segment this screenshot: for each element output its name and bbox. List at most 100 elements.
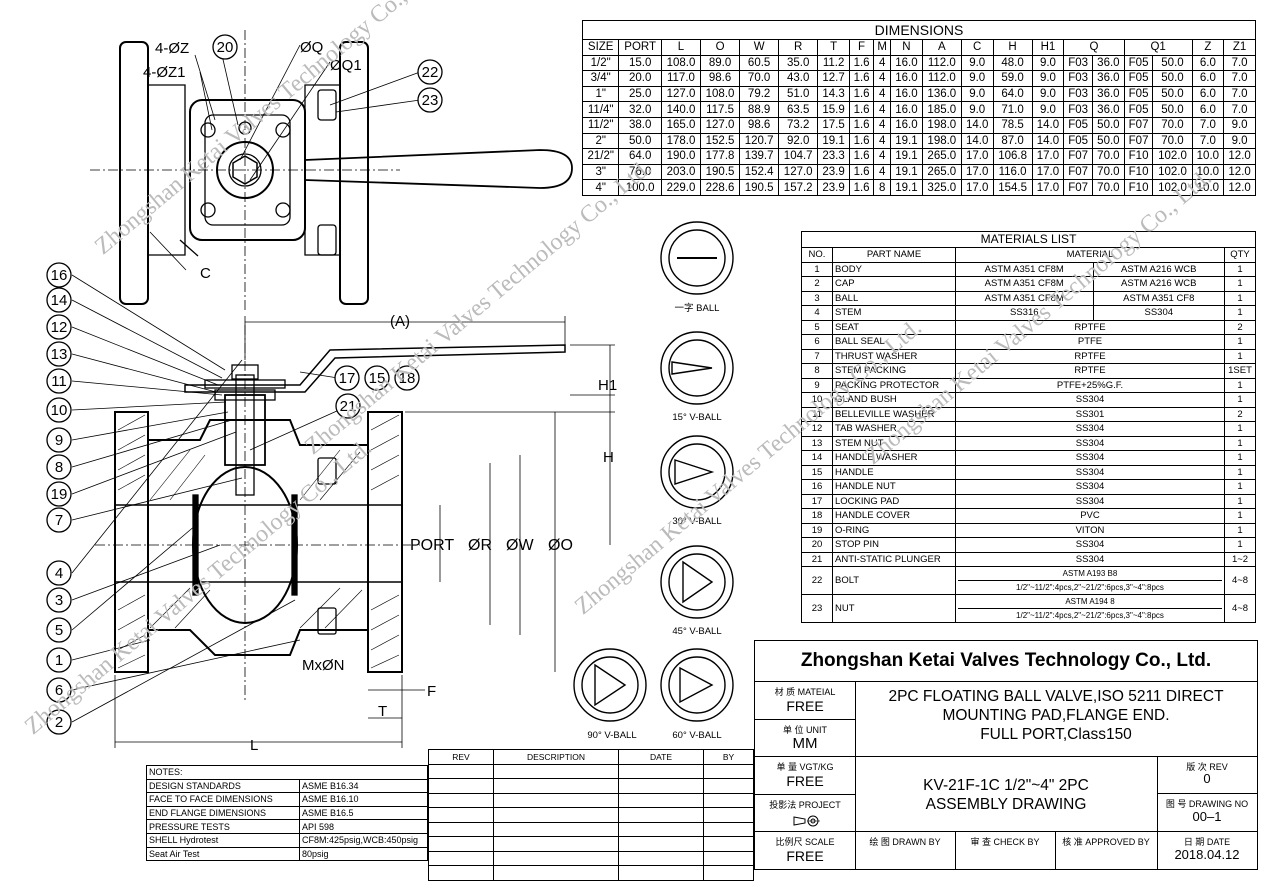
dimension-cell: 4" [581, 179, 620, 196]
part-name: BELLEVILLE WASHER [832, 406, 956, 422]
dimension-cell: 70.0 [739, 70, 780, 87]
quantity: 2 [1224, 406, 1256, 422]
material: VITON [955, 522, 1225, 538]
balloon-6: 6 [55, 682, 63, 699]
dimension-cell: 11/4" [581, 101, 620, 118]
dimension-cell: 16.0 [890, 70, 923, 87]
dimension-cell: 19.1 [890, 132, 923, 150]
dimension-cell: F05 [1123, 85, 1154, 103]
label-mn: MxØN [302, 657, 345, 674]
dimension-cell: F05 [1063, 116, 1094, 134]
dimension-cell: 127.0 [699, 116, 741, 134]
label-q: ØQ [300, 39, 323, 56]
materials-header: NO. PART NAME MATERIAL QTY [801, 247, 1256, 263]
balloon-23: 23 [422, 92, 439, 109]
dimension-cell: F07 [1063, 163, 1094, 181]
part-name: CAP [832, 276, 956, 292]
projection-label: 投影法 PROJECT [769, 800, 841, 810]
note-label: PRESSURE TESTS [146, 819, 300, 834]
dimension-cell: 229.0 [660, 179, 702, 196]
quantity: 1 [1224, 261, 1256, 277]
dimension-cell: 1.6 [848, 148, 875, 165]
col-qty: QTY [1224, 247, 1256, 263]
label-w: ØW [506, 537, 534, 554]
dimension-cell: 59.0 [992, 70, 1033, 87]
material-option-1: ASTM A351 CF8M [955, 276, 1094, 292]
material: PVC [955, 508, 1225, 524]
dimension-cell: 139.7 [739, 148, 780, 165]
col-port: PORT [618, 39, 662, 56]
dimension-cell: F05 [1123, 70, 1154, 87]
dimension-cell: 76.0 [618, 163, 662, 181]
dimension-cell: 73.2 [778, 116, 819, 134]
dimension-cell: F05 [1063, 132, 1094, 150]
dimension-cell: 43.0 [778, 70, 819, 87]
dimension-cell: F03 [1063, 54, 1094, 72]
part-number: 9 [801, 377, 833, 393]
approved-by-label: 核 准 APPROVED BY [1062, 837, 1150, 847]
dimension-cell: 198.0 [921, 116, 962, 134]
dimension-cell: 9.0 [960, 70, 994, 87]
dimension-cell: F03 [1063, 70, 1094, 87]
dimension-cell: 16.0 [890, 54, 923, 72]
date-col: DATE [618, 749, 704, 765]
note-label: SHELL Hydrotest [146, 832, 300, 848]
col-z: Z [1191, 39, 1225, 56]
dimension-cell: 102.0 [1152, 163, 1193, 181]
note-value: ASME B16.34 [299, 778, 428, 794]
label-l: L [250, 737, 258, 754]
dimension-cell: 87.0 [992, 132, 1033, 150]
dimension-cell: 198.0 [921, 132, 962, 150]
dimension-cell: 16.0 [890, 85, 923, 103]
dimension-cell: F07 [1063, 148, 1094, 165]
part-number: 12 [801, 421, 833, 437]
dimension-cell: 106.8 [992, 148, 1033, 165]
dimension-cell: 12.7 [817, 70, 850, 87]
part-number: 17 [801, 493, 833, 509]
dimension-cell: 1.6 [848, 101, 875, 118]
dimension-cell: F10 [1123, 179, 1154, 196]
dimension-cell: 140.0 [660, 101, 702, 118]
part-name: GLAND BUSH [832, 392, 956, 408]
dimension-cell: 17.0 [960, 148, 994, 165]
balloon-group: 16 14 12 13 11 10 9 8 19 7 4 3 5 1 6 2 2… [46, 34, 443, 735]
balloon-12: 12 [51, 319, 68, 336]
unit-value: MM [792, 735, 818, 752]
dimension-cell: 8 [873, 179, 892, 196]
dimension-cell: 190.5 [739, 179, 780, 196]
balloon-3: 3 [55, 592, 63, 609]
dimension-cell: F03 [1063, 85, 1094, 103]
dimension-cell: 127.0 [778, 163, 819, 181]
part-number: 6 [801, 334, 833, 350]
dimension-cell: 70.0 [1152, 116, 1193, 134]
dimension-cell: 178.0 [660, 132, 702, 150]
balloon-11: 11 [51, 373, 67, 390]
dimension-cell: 152.4 [739, 163, 780, 181]
model-line-2: ASSEMBLY DRAWING [925, 796, 1087, 813]
unit-label: 单 位 UNIT [783, 725, 827, 735]
ball-type-90v: 90° V-BALL [587, 730, 636, 741]
dimension-cell: 7.0 [1223, 70, 1256, 87]
material: SS301 [955, 406, 1225, 422]
dimension-cell: 48.0 [992, 54, 1033, 72]
balloon-7: 7 [55, 512, 63, 529]
quantity: 4~8 [1224, 594, 1256, 623]
material-option-2: ASTM A216 WCB [1092, 261, 1226, 277]
label-c: C [200, 265, 211, 282]
dimension-cell: 60.5 [739, 54, 780, 72]
col-c: C [960, 39, 994, 56]
quantity: 1 [1224, 435, 1256, 451]
part-number: 8 [801, 363, 833, 379]
description-line-2: MOUNTING PAD,FLANGE END. [942, 707, 1170, 724]
dimension-cell: 21/2" [581, 148, 620, 165]
